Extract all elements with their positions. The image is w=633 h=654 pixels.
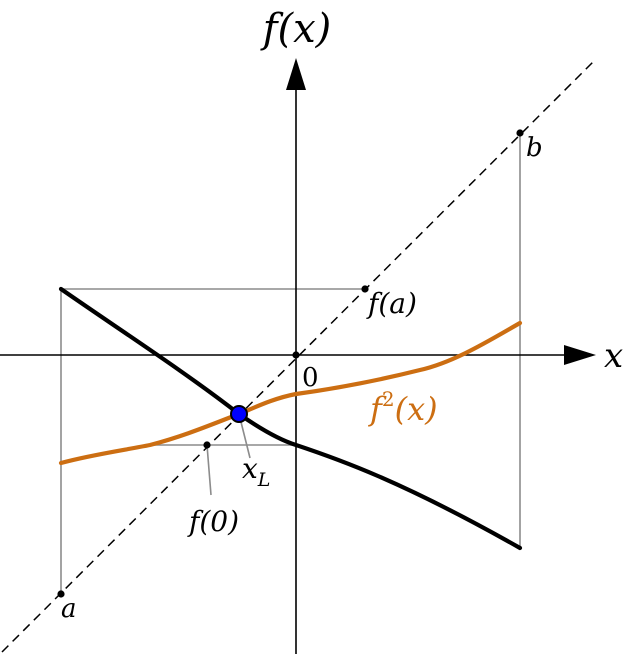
f-curve [58, 286, 523, 551]
point-b-label: b [526, 133, 543, 163]
f-squared-label: f2(x) [368, 387, 438, 428]
dot-f0 [203, 441, 211, 449]
x-L-label: xL [242, 452, 270, 491]
leader-f0 [206, 444, 212, 496]
axes [0, 88, 566, 654]
x-axis-label: x [604, 336, 623, 376]
f-squared-curve [58, 320, 523, 466]
x-L-subscript: L [257, 469, 271, 491]
dot-b [516, 129, 524, 137]
f-squared-argument: (x) [395, 390, 438, 428]
f-squared-superscript: 2 [382, 387, 395, 411]
f-of-0-label: f(0) [187, 505, 239, 538]
marker-dots [57, 129, 524, 598]
x-L-base: x [242, 452, 258, 485]
dot-fa [361, 285, 369, 293]
fixed-point-xL [230, 405, 248, 423]
y-axis-arrow-icon [286, 58, 306, 90]
dot-origin [292, 351, 300, 359]
x-axis-arrow-icon [564, 345, 596, 365]
f-of-a-label: f(a) [366, 287, 417, 320]
point-a-label: a [61, 594, 77, 624]
y-axis-label: f(x) [260, 6, 332, 52]
dot-a [57, 590, 65, 598]
origin-label: 0 [302, 363, 319, 393]
diagonal-identity-line [1, 59, 596, 653]
